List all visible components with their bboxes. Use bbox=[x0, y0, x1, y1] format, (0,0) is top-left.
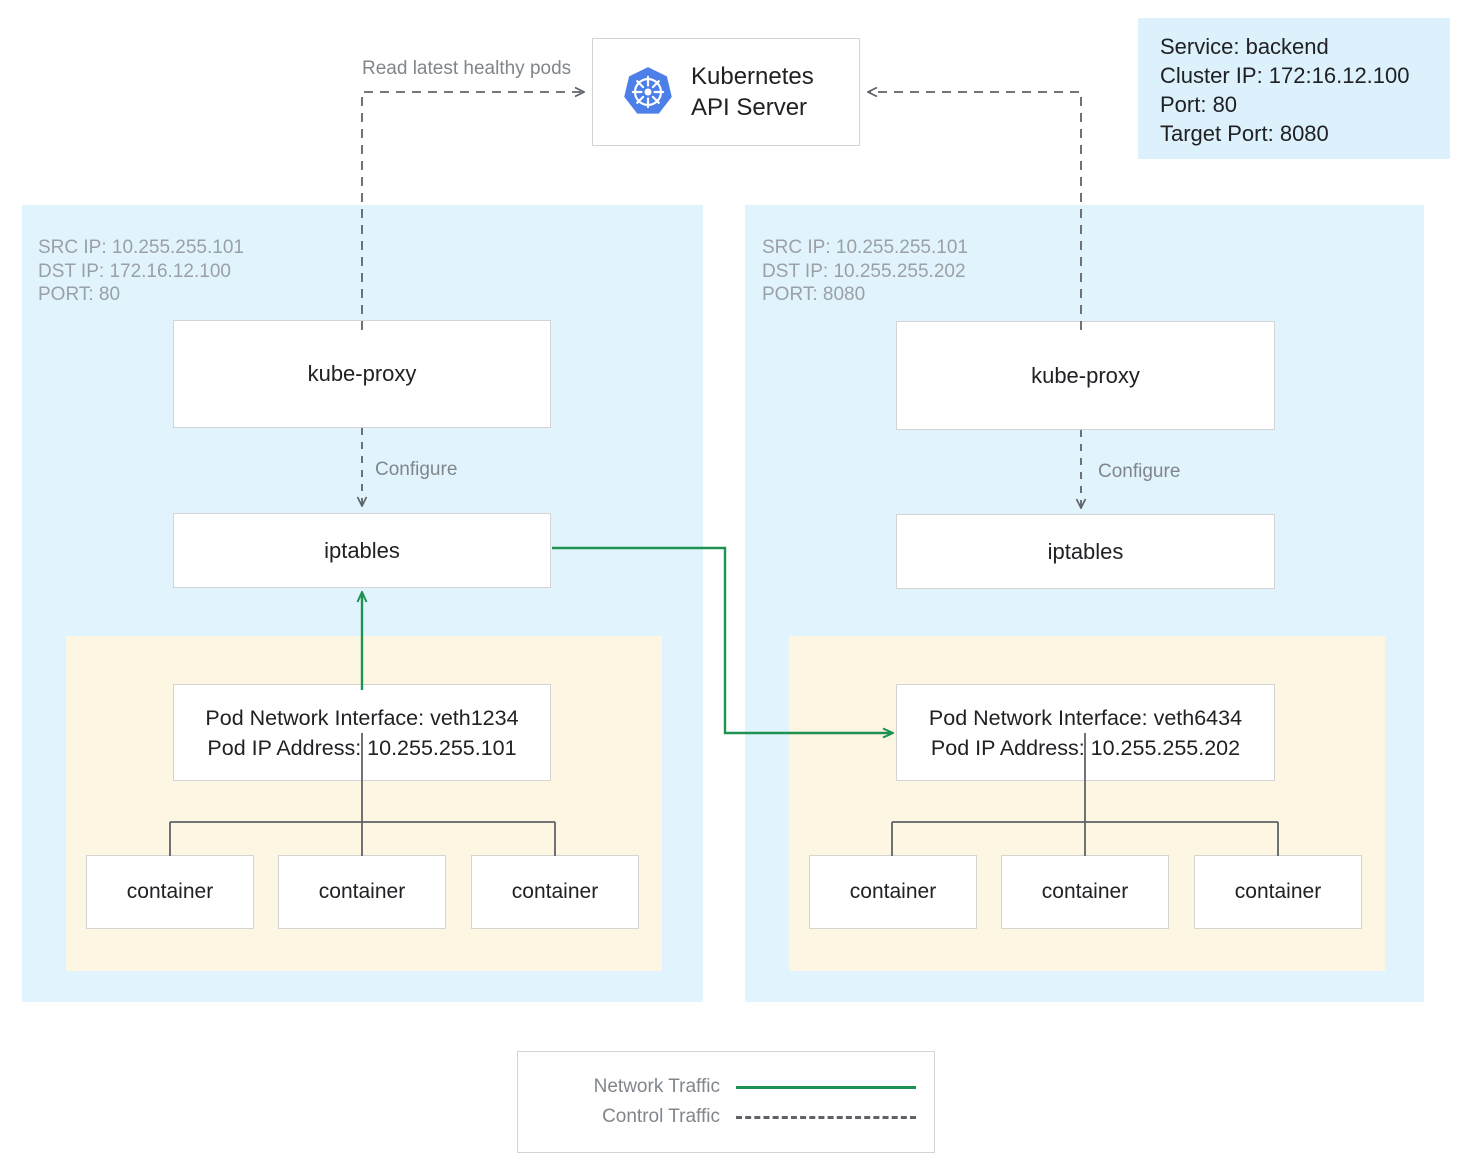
node-right-pod-interface-line: Pod Network Interface: veth6434 bbox=[928, 705, 1243, 730]
legend-row-control-traffic: Control Traffic bbox=[518, 1106, 916, 1128]
kubernetes-api-server-box[interactable]: Kubernetes API Server bbox=[592, 38, 860, 146]
node-right-kube-proxy-label: kube-proxy bbox=[1031, 362, 1140, 388]
node-left-kube-proxy-box[interactable]: kube-proxy bbox=[173, 320, 551, 428]
legend-swatch-network-traffic bbox=[736, 1085, 916, 1089]
label-read-latest-healthy-pods: Read latest healthy pods bbox=[362, 58, 572, 79]
node-right-container-2[interactable]: container bbox=[1194, 855, 1362, 929]
node-left-header: SRC IP: 10.255.255.101 DST IP: 172.16.12… bbox=[38, 237, 244, 305]
legend-row-network-traffic: Network Traffic bbox=[518, 1076, 916, 1098]
legend-label-control-traffic: Control Traffic bbox=[602, 1106, 720, 1127]
node-right-container-0[interactable]: container bbox=[809, 855, 977, 929]
label-configure-right: Configure bbox=[1098, 461, 1181, 482]
service-info-line-1: Cluster IP: 172:16.12.100 bbox=[1160, 63, 1410, 88]
legend: Network Traffic Control Traffic bbox=[517, 1051, 935, 1153]
node-left-kube-proxy-label: kube-proxy bbox=[307, 361, 417, 386]
label-configure-left: Configure bbox=[375, 459, 458, 480]
node-left-pod-interface-line: Pod Network Interface: veth1234 bbox=[205, 705, 519, 730]
api-server-title: Kubernetes API Server bbox=[691, 63, 814, 121]
container-label: container bbox=[849, 880, 937, 903]
node-left-iptables-label: iptables bbox=[324, 537, 400, 563]
node-left-container-0[interactable]: container bbox=[86, 855, 254, 929]
node-right-iptables-box[interactable]: iptables bbox=[896, 514, 1275, 589]
container-label: container bbox=[318, 880, 406, 903]
service-info-line-0: Service: backend bbox=[1160, 34, 1329, 59]
node-right-container-1[interactable]: container bbox=[1001, 855, 1169, 929]
node-left-pod-interface-box[interactable]: Pod Network Interface: veth1234 Pod IP A… bbox=[173, 684, 551, 781]
container-label: container bbox=[1234, 880, 1322, 903]
legend-swatch-control-traffic bbox=[736, 1115, 916, 1119]
container-label: container bbox=[511, 880, 599, 903]
service-info-box: Service: backend Cluster IP: 172:16.12.1… bbox=[1138, 18, 1450, 159]
container-label: container bbox=[1041, 880, 1129, 903]
node-right-pod-interface-box[interactable]: Pod Network Interface: veth6434 Pod IP A… bbox=[896, 684, 1275, 781]
node-left-container-2[interactable]: container bbox=[471, 855, 639, 929]
service-info-line-3: Target Port: 8080 bbox=[1160, 121, 1329, 146]
service-info-line-2: Port: 80 bbox=[1160, 92, 1238, 117]
container-label: container bbox=[126, 880, 214, 903]
node-right-iptables-label: iptables bbox=[1047, 538, 1124, 564]
node-right-header: SRC IP: 10.255.255.101 DST IP: 10.255.25… bbox=[762, 237, 968, 305]
node-right-pod-ip-line: Pod IP Address: 10.255.255.202 bbox=[930, 735, 1241, 760]
node-left-iptables-box[interactable]: iptables bbox=[173, 513, 551, 588]
node-right-kube-proxy-box[interactable]: kube-proxy bbox=[896, 321, 1275, 430]
kubernetes-logo bbox=[624, 67, 672, 114]
legend-label-network-traffic: Network Traffic bbox=[593, 1076, 720, 1097]
node-left-container-1[interactable]: container bbox=[278, 855, 446, 929]
node-left-pod-ip-line: Pod IP Address: 10.255.255.101 bbox=[207, 735, 517, 760]
